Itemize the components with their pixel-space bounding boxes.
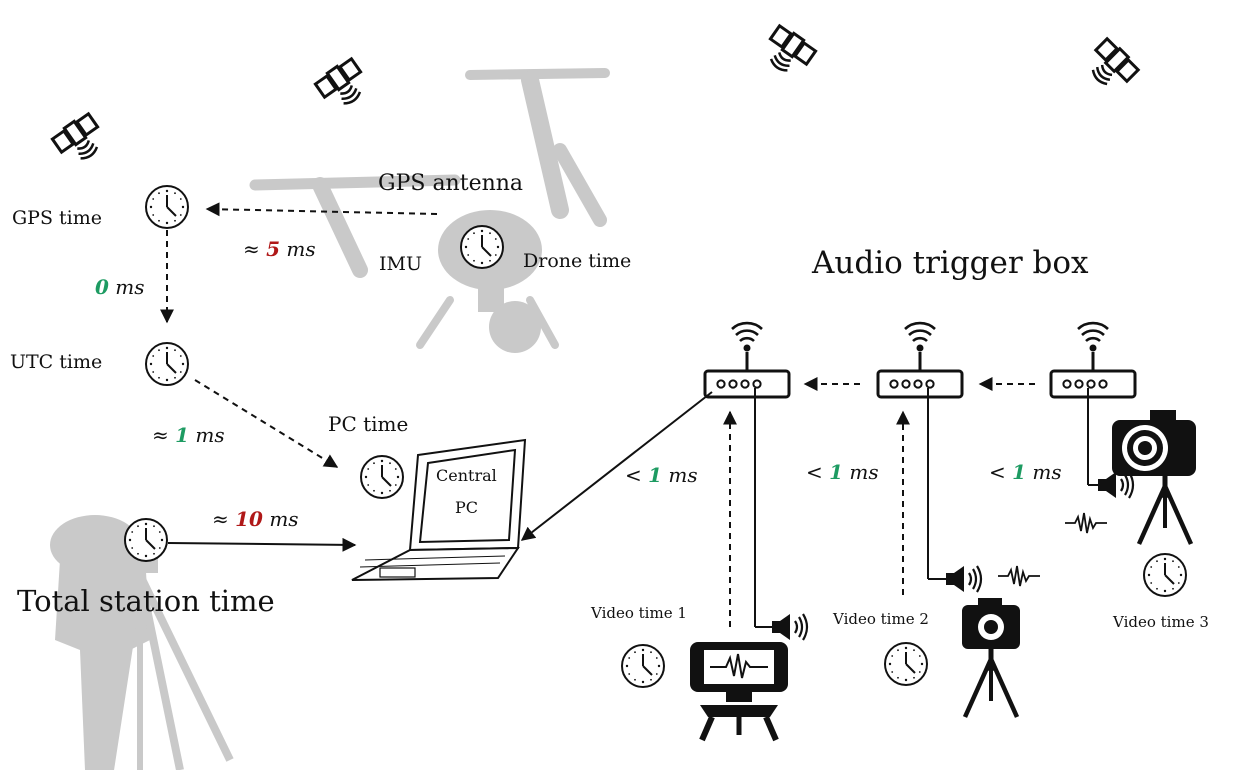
latency-utc-pc: ≈ 1 ms — [152, 423, 225, 447]
latency-gps-utc: 0 ms — [95, 275, 145, 299]
audio-trigger-box-label: Audio trigger box — [811, 245, 1089, 281]
router-icon — [1049, 321, 1137, 399]
gps-clock-icon — [145, 185, 189, 229]
utc-time-label: UTC time — [10, 351, 102, 373]
camera-icon — [1112, 410, 1196, 544]
latency-box3-box2: < 1 ms — [989, 460, 1062, 484]
satellite-icon — [49, 110, 111, 170]
satellite-icon — [312, 55, 374, 115]
router-icon — [703, 321, 791, 399]
video1-clock-icon — [621, 644, 665, 688]
video-time-3-label: Video time 3 — [1112, 613, 1209, 631]
router-icon — [876, 321, 964, 399]
central-pc-label-line2: PC — [455, 498, 478, 517]
camera-icon — [962, 598, 1020, 717]
connection-lines — [160, 202, 1098, 628]
phone-camera-icon — [690, 642, 788, 742]
sound-wave-icon — [1064, 512, 1108, 534]
latency-box1-pc: < 1 ms — [625, 463, 698, 487]
drone-clock-icon — [460, 225, 504, 269]
pc-clock-icon — [360, 455, 404, 499]
gps-time-label: GPS time — [12, 207, 102, 229]
latency-gps-drone: ≈ 5 ms — [243, 237, 316, 261]
latency-total-station-pc: ≈ 10 ms — [212, 507, 299, 531]
total-station-time-label: Total station time — [17, 584, 275, 618]
total-station-clock-icon — [124, 518, 168, 562]
satellite-icon — [757, 22, 819, 82]
video-time-1-label: Video time 1 — [590, 604, 687, 622]
central-pc-label-line1: Central — [436, 466, 497, 485]
speaker-icon — [770, 612, 809, 642]
satellite-icon — [1080, 35, 1142, 97]
laptop-icon — [351, 438, 527, 581]
video3-clock-icon — [1143, 553, 1187, 597]
drone-time-label: Drone time — [523, 250, 631, 272]
sound-wave-icon — [997, 565, 1041, 587]
drone-silhouette — [249, 68, 610, 353]
imu-label: IMU — [379, 253, 422, 275]
speaker-icon — [944, 564, 983, 594]
latency-box2-box1: < 1 ms — [806, 460, 879, 484]
video-time-2-label: Video time 2 — [832, 610, 929, 628]
utc-clock-icon — [145, 342, 189, 386]
pc-time-label: PC time — [328, 412, 408, 436]
video2-clock-icon — [884, 642, 928, 686]
gps-antenna-label: GPS antenna — [378, 171, 523, 196]
